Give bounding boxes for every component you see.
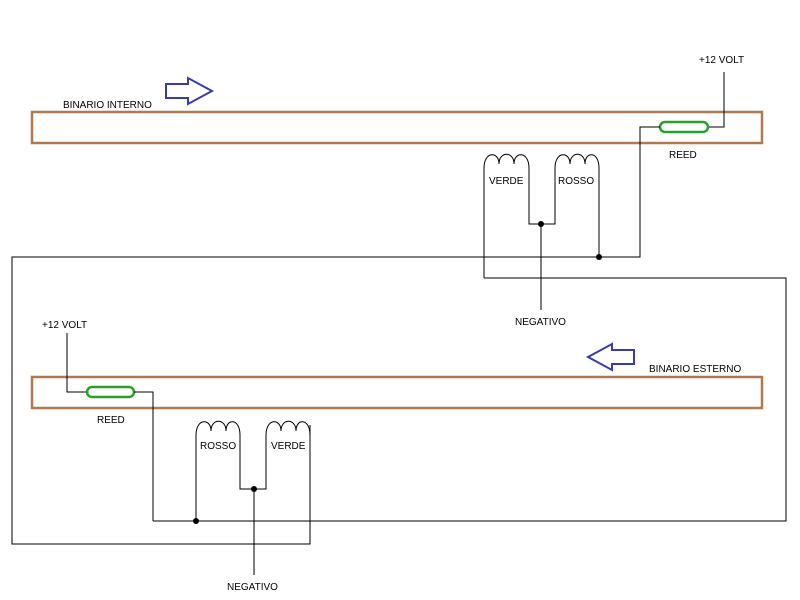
- outer-reed-switch: [85, 385, 136, 399]
- inner-supply-label: +12 VOLT: [699, 55, 744, 66]
- inner-reed-junction: [596, 254, 602, 260]
- arrow-left-icon: [585, 342, 635, 372]
- outer-negative-junction: [251, 486, 257, 492]
- inner-rail-label: BINARIO INTERNO: [63, 100, 152, 111]
- inner-reed-label: REED: [669, 150, 697, 161]
- inner-verde-return-wire: [153, 277, 787, 522]
- outer-supply-label: +12 VOLT: [42, 320, 87, 331]
- outer-rail: [30, 375, 764, 410]
- outer-coil-right-label: VERDE: [271, 441, 306, 452]
- inner-rail: [30, 110, 764, 145]
- outer-rail-label: BINARIO ESTERNO: [649, 364, 741, 375]
- inner-reed-return-wire: [11, 126, 660, 545]
- inner-reed-switch: [658, 120, 710, 134]
- inner-left-coil: [483, 153, 541, 278]
- outer-left-coil: [195, 420, 254, 521]
- outer-negative-label: NEGATIVO: [227, 582, 278, 593]
- inner-right-coil: [541, 153, 600, 257]
- inner-negative-label: NEGATIVO: [515, 317, 566, 328]
- inner-rail-group: BINARIO INTERNO +12 VOLT REED VERDE ROSS…: [11, 55, 787, 545]
- outer-right-coil: [254, 420, 311, 490]
- inner-coil-right-label: ROSSO: [558, 176, 594, 187]
- inner-negative-junction: [538, 221, 544, 227]
- outer-reed-junction: [193, 518, 199, 524]
- inner-coil-left-label: VERDE: [489, 176, 524, 187]
- outer-coil-left-label: ROSSO: [200, 441, 236, 452]
- inner-supply-wire: [708, 72, 725, 128]
- outer-supply-wire: [66, 333, 87, 393]
- arrow-right-icon: [165, 76, 215, 106]
- outer-rail-group: +12 VOLT BINARIO ESTERNO REED ROSSO VERD…: [30, 320, 764, 593]
- outer-reed-label: REED: [97, 415, 125, 426]
- outer-reed-return-wire: [134, 391, 154, 521]
